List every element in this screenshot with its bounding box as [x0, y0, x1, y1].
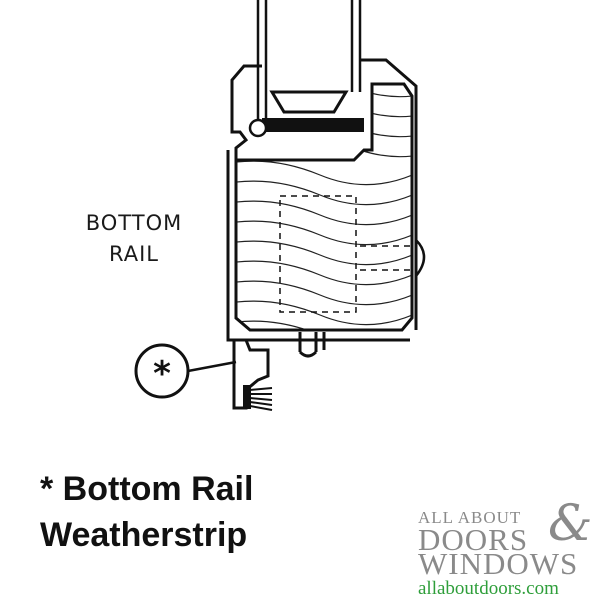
rail-frame-outline: [226, 58, 418, 342]
logo-doors: DOORS: [418, 522, 529, 557]
diagram-label-rail: RAIL: [109, 242, 159, 266]
weatherstrip-brush: [243, 385, 273, 411]
caption-subtitle: Weatherstrip: [40, 516, 248, 554]
callout-leader-line: [187, 360, 237, 373]
weatherstrip-profile: [232, 332, 326, 410]
logo-url: allaboutdoors.com: [418, 578, 559, 599]
hidden-lines: [279, 195, 410, 313]
side-hardware: [415, 239, 426, 277]
logo-ampersand: &: [548, 494, 593, 552]
glazing-gasket: [262, 118, 364, 132]
logo-all-about: ALL ABOUT: [418, 508, 522, 527]
gasket-bead: [248, 118, 268, 138]
caption-title: * Bottom Rail: [40, 470, 254, 508]
logo-windows: WINDOWS: [418, 546, 579, 581]
callout-asterisk: *: [153, 354, 171, 394]
diagram-label-bottom: BOTTOM: [85, 211, 183, 235]
glass-panes: [256, 0, 362, 120]
